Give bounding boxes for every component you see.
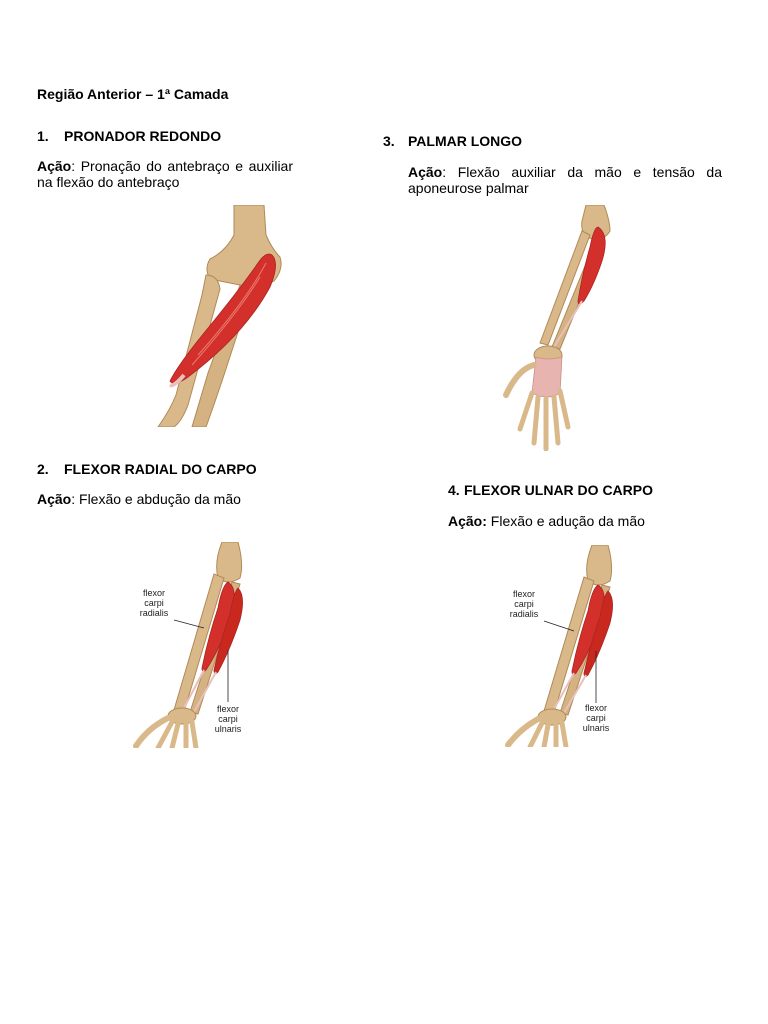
action-label: Ação: [37, 491, 72, 507]
radialis-pointer-line: [173, 619, 205, 629]
muscle-name: PRONADOR REDONDO: [64, 128, 222, 144]
muscle-name: FLEXOR ULNAR DO CARPO: [464, 482, 653, 498]
ulnaris-label-line: ulnaris: [215, 724, 242, 734]
section-number: 1.: [37, 128, 49, 144]
section-number: 2.: [37, 461, 49, 477]
ulnaris-label-line: flexor: [217, 704, 239, 714]
finger-bones: [527, 720, 569, 747]
finger-bones: [155, 719, 199, 748]
radius-bone: [157, 274, 221, 427]
muscle-name: PALMAR LONGO: [408, 133, 523, 149]
tendon: [169, 373, 186, 388]
action-text: : Pronação do antebraço e auxiliar na fl…: [37, 158, 293, 190]
action-label: Ação: [408, 164, 443, 180]
radialis-pointer-line: [543, 620, 575, 632]
section-number: 4.: [448, 482, 460, 498]
section-3-action: Ação: Flexão auxiliar da mão e tensão da…: [408, 164, 722, 196]
section-4-action: Ação: Flexão e adução da mão: [448, 513, 728, 529]
finger-bones: [517, 388, 571, 451]
section-2-action: Ação: Flexão e abdução da mão: [37, 491, 317, 507]
radialis-label-line: radialis: [140, 608, 169, 618]
humerus-bone: [586, 545, 613, 586]
muscle-fiber: [191, 276, 261, 366]
thumb-bone: [133, 715, 171, 748]
muscle-name: FLEXOR RADIAL DO CARPO: [64, 461, 257, 477]
ulnaris-label-line: flexor: [585, 703, 607, 713]
action-text: : Flexão auxiliar da mão e tensão da apo…: [408, 164, 722, 196]
ulnaris-label-line: carpi: [218, 714, 238, 724]
radialis-label-line: radialis: [510, 609, 539, 619]
section-4-heading: 4.FLEXOR ULNAR DO CARPO: [448, 482, 653, 498]
tendons: [183, 669, 217, 713]
palmaris-longus-illustration: [503, 205, 611, 451]
action-text: : Flexão e abdução da mão: [71, 491, 241, 507]
flexor-carpi-ulnaris-illustration: flexor carpi radialis flexor carpi ulnar…: [505, 545, 613, 747]
palmaris-tendon: [553, 300, 583, 348]
page-title: Região Anterior – 1ª Camada: [37, 86, 229, 102]
humerus-bone: [216, 542, 243, 583]
ulnaris-label-line: carpi: [586, 713, 606, 723]
section-2-heading: 2. FLEXOR RADIAL DO CARPO: [37, 461, 257, 477]
tendons: [553, 672, 587, 714]
thumb-bone: [503, 362, 537, 398]
action-text: Flexão e adução da mão: [486, 513, 645, 529]
radius-bone: [539, 230, 591, 346]
section-1-heading: 1. PRONADOR REDONDO: [37, 128, 221, 144]
thumb-bone: [505, 716, 541, 747]
flexor-carpi-radialis-illustration: flexor carpi radialis flexor carpi ulnar…: [133, 542, 243, 748]
pronator-teres-muscle: [169, 253, 276, 384]
pronator-teres-illustration: [157, 205, 282, 427]
ulnaris-label-line: ulnaris: [583, 723, 610, 733]
radialis-label-line: carpi: [514, 599, 534, 609]
action-label: Ação: [37, 158, 72, 174]
radialis-label-line: carpi: [144, 598, 164, 608]
muscle-fiber: [197, 262, 267, 356]
radialis-label-line: flexor: [513, 589, 535, 599]
section-3-heading: 3. PALMAR LONGO: [383, 133, 522, 149]
section-number: 3.: [383, 133, 395, 149]
action-label: Ação:: [448, 513, 487, 529]
radialis-label-line: flexor: [143, 588, 165, 598]
section-1-action: Ação: Pronação do antebraço e auxiliar n…: [37, 158, 293, 190]
